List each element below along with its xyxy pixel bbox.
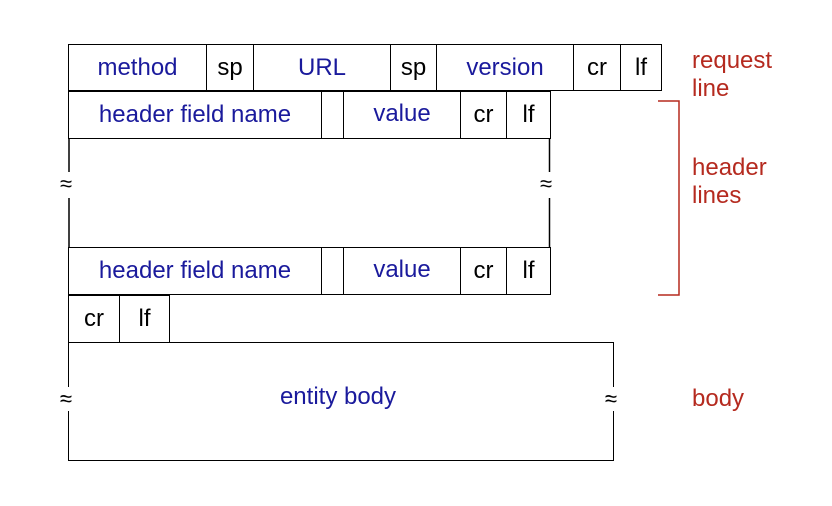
sp-field: sp bbox=[391, 45, 437, 90]
annotation-line: header bbox=[692, 154, 767, 181]
entity-body-box: entity body bbox=[68, 342, 614, 461]
cr-field: cr bbox=[461, 248, 507, 294]
break-mark-icon: ≈ bbox=[540, 171, 553, 196]
cr-field: cr bbox=[574, 45, 621, 90]
break-gap bbox=[66, 387, 72, 411]
header-lines-annotation: header lines bbox=[692, 154, 767, 210]
header-line-row: header field name value cr lf bbox=[68, 91, 551, 139]
header-line-row: header field name value cr lf bbox=[68, 247, 551, 295]
lf-field: lf bbox=[522, 101, 535, 128]
break-mark-icon: ≈ bbox=[60, 171, 73, 196]
value-field: value bbox=[344, 92, 461, 138]
url-field: URL bbox=[254, 45, 391, 90]
annotation-line: lines bbox=[692, 182, 742, 209]
value-field: value bbox=[344, 248, 461, 294]
cr-field: cr bbox=[461, 92, 507, 138]
sp-field: sp bbox=[207, 45, 254, 90]
annotation-line: request bbox=[692, 47, 773, 74]
break-mark-icon: ≈ bbox=[605, 386, 618, 411]
request-line-row: method sp URL sp version cr lf bbox=[68, 44, 662, 91]
lf-field: lf bbox=[522, 257, 535, 284]
header-lines-bracket bbox=[658, 100, 680, 296]
lf-field: lf bbox=[635, 53, 647, 81]
sp-gap-field bbox=[322, 92, 344, 138]
entity-body-label: entity body bbox=[279, 383, 397, 410]
cr-field: cr bbox=[69, 296, 120, 342]
method-field: method bbox=[69, 45, 207, 90]
break-gap bbox=[611, 387, 617, 411]
sp-gap-field bbox=[322, 248, 344, 294]
annotation-line: line bbox=[692, 75, 730, 102]
blank-line-row: cr lf bbox=[68, 295, 170, 343]
request-line-annotation: request line bbox=[692, 47, 772, 103]
lf-field: lf bbox=[138, 305, 151, 332]
header-field-name: header field name bbox=[69, 248, 322, 294]
break-mark-icon: ≈ bbox=[60, 386, 73, 411]
body-annotation: body bbox=[692, 385, 745, 412]
header-field-name: header field name bbox=[69, 92, 322, 138]
version-field: version bbox=[437, 45, 574, 90]
